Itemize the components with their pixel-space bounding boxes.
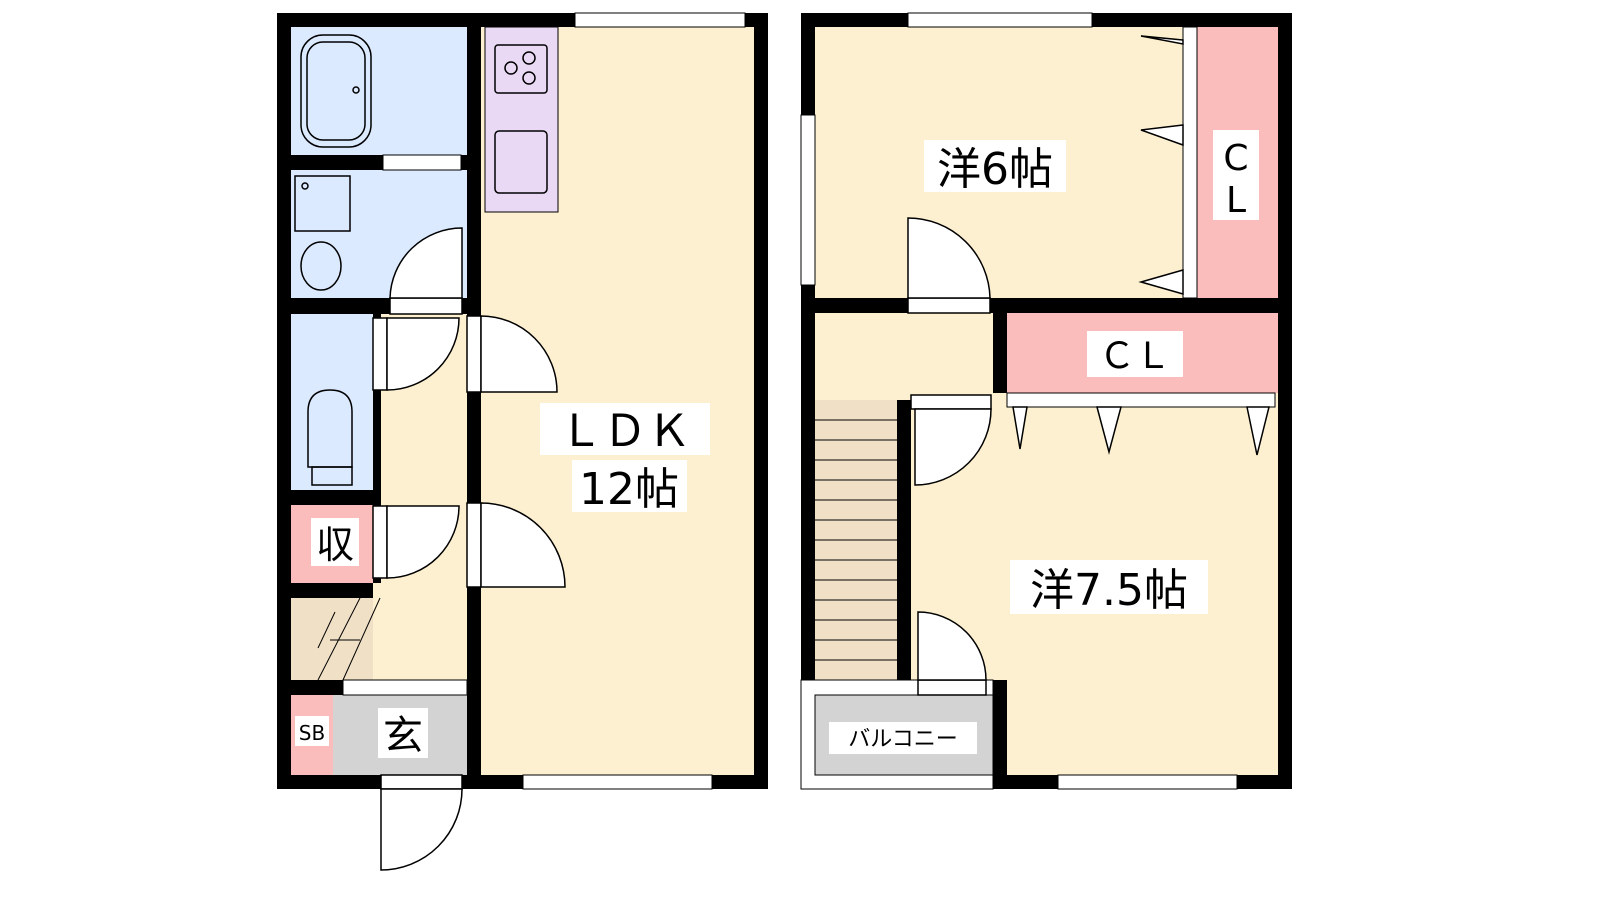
sink-icon — [494, 130, 548, 194]
second-floor — [800, 12, 1292, 790]
window — [522, 774, 713, 790]
wall — [993, 680, 1007, 789]
hallway-upper — [815, 313, 993, 400]
window — [800, 114, 816, 286]
kitchen-counter — [484, 26, 559, 213]
window — [907, 12, 1093, 28]
washing-machine-icon — [294, 175, 351, 232]
stairs-first — [291, 598, 380, 680]
toilet-icon — [307, 389, 353, 468]
balcony-label: バルコニー — [848, 727, 958, 752]
bathtub-icon — [300, 34, 372, 148]
hallway-lower — [373, 583, 467, 680]
stairs-lines — [815, 419, 897, 661]
storage-label: 収 — [316, 523, 354, 567]
closet-doors — [1006, 392, 1276, 408]
stove-icon — [494, 44, 548, 194]
bathroom — [291, 27, 381, 155]
ldk-size-label: 12帖 — [579, 464, 679, 515]
doors — [372, 227, 566, 871]
first-floor — [277, 12, 768, 871]
closet-doors — [1182, 26, 1198, 299]
western-7-5-label: 洋7.5帖 — [1030, 565, 1188, 616]
window — [574, 12, 746, 28]
window — [1057, 774, 1238, 790]
step — [342, 679, 468, 696]
ldk-label: ＬＤＫ — [559, 406, 691, 457]
washbasin-icon — [300, 241, 342, 291]
shoe-box-label: SB — [299, 721, 325, 745]
closet-vertical-label-c: C — [1223, 138, 1248, 179]
closet-vertical-label-l: L — [1226, 180, 1246, 221]
toilet — [291, 314, 373, 490]
closet-horizontal-label: ＣＬ — [1099, 336, 1171, 377]
bathroom-area — [381, 27, 467, 155]
doors — [907, 35, 1270, 696]
entrance-label: 玄 — [383, 713, 423, 759]
sliding-door — [382, 154, 462, 171]
western-6-label: 洋6帖 — [937, 144, 1053, 195]
stairs-lines — [317, 597, 381, 681]
